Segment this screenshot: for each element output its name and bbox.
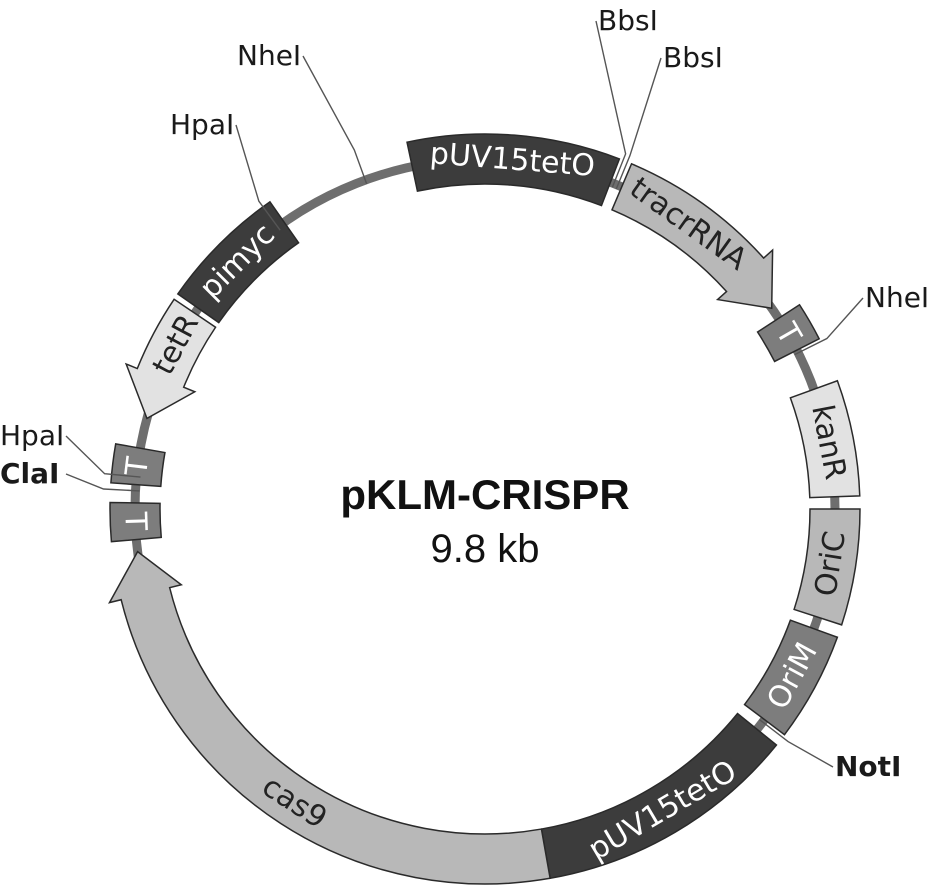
site-leader-line bbox=[65, 473, 140, 492]
site-label: BbsI bbox=[663, 41, 723, 74]
feature-shape bbox=[756, 303, 821, 363]
site-leader-line bbox=[235, 124, 281, 231]
site-leader-line bbox=[759, 719, 834, 768]
feature-shape bbox=[793, 508, 861, 626]
feature-shape bbox=[406, 133, 621, 207]
feature-shape bbox=[176, 200, 300, 324]
site-bbsi-0: BbsI bbox=[595, 4, 658, 188]
site-label: BbsI bbox=[598, 4, 658, 37]
feature-oric-4: OriC bbox=[793, 508, 861, 626]
site-hpai-5: HpaI bbox=[0, 419, 141, 478]
feature-shape bbox=[743, 619, 839, 736]
feature-cas9-7: cas9 bbox=[108, 550, 551, 885]
site-label: HpaI bbox=[0, 419, 64, 452]
feature-tracrrna-1: tracrRNA bbox=[611, 162, 774, 310]
site-bbsi-1: BbsI bbox=[615, 41, 723, 190]
feature-shape bbox=[124, 298, 217, 420]
site-leader-line bbox=[794, 297, 864, 356]
site-label: ClaI bbox=[0, 457, 59, 490]
site-leader-line bbox=[65, 435, 141, 478]
feature-t-2: T bbox=[756, 303, 821, 363]
feature-shape bbox=[108, 550, 551, 885]
site-leader-line bbox=[615, 57, 662, 190]
feature-shape bbox=[789, 379, 861, 499]
feature-pimyc-11: pimyc bbox=[176, 200, 300, 324]
feature-t-8: T bbox=[109, 501, 163, 543]
site-leader-line bbox=[595, 20, 627, 188]
feature-tetr-10: tetR bbox=[124, 298, 217, 420]
site-leader-line bbox=[302, 55, 368, 185]
feature-puv15teto-0: pUV15tetO bbox=[406, 133, 621, 207]
site-label: NotI bbox=[835, 750, 901, 783]
plasmid-name: pKLM-CRISPR bbox=[340, 471, 629, 518]
site-label: HpaI bbox=[170, 108, 234, 141]
feature-label: T bbox=[117, 510, 153, 531]
site-label: NheI bbox=[237, 39, 301, 72]
site-label: NheI bbox=[865, 281, 929, 314]
feature-shape bbox=[109, 501, 163, 543]
site-clai-4: ClaI bbox=[0, 457, 140, 492]
site-noti-3: NotI bbox=[759, 719, 901, 783]
site-nhei-2: NheI bbox=[794, 281, 929, 356]
feature-shape bbox=[611, 162, 774, 310]
feature-orim-5: OriM bbox=[743, 619, 839, 736]
feature-kanr-3: kanR bbox=[789, 379, 861, 499]
site-hpai-6: HpaI bbox=[170, 108, 281, 231]
feature-t-9: T bbox=[110, 443, 166, 488]
site-nhei-7: NheI bbox=[237, 39, 368, 185]
plasmid-size: 9.8 kb bbox=[431, 527, 540, 571]
feature-puv15teto-6: pUV15tetO bbox=[540, 712, 778, 880]
